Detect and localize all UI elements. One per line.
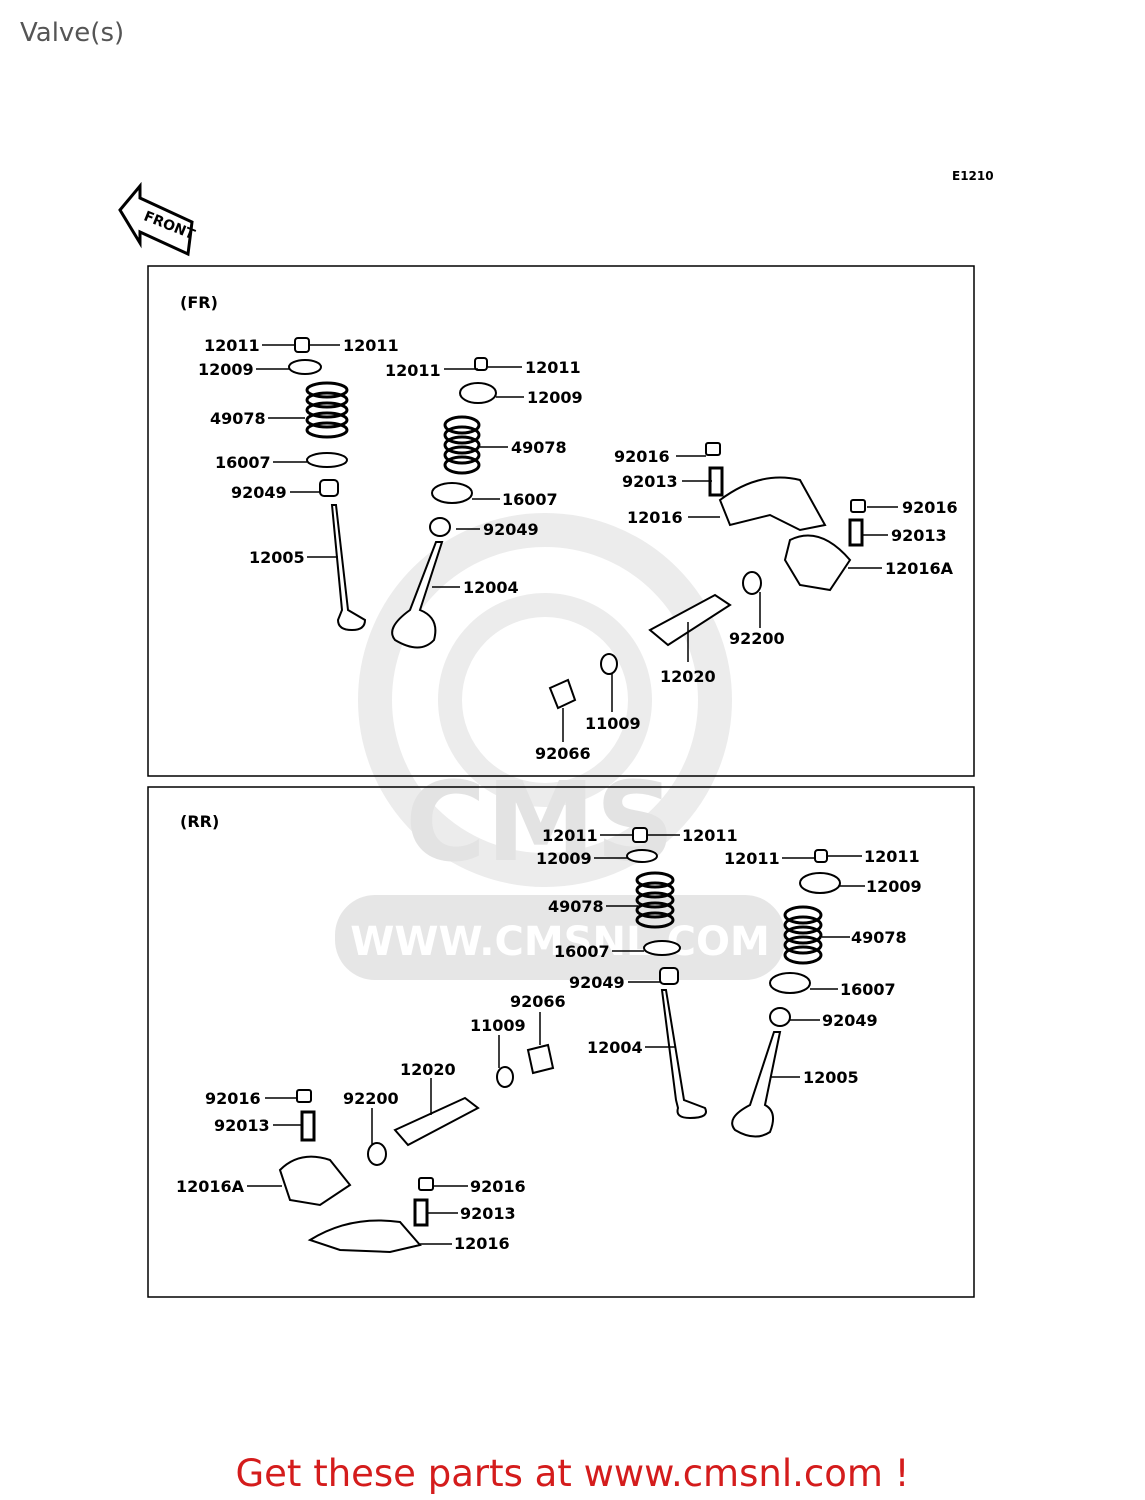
rr-part-label: 92016: [205, 1089, 261, 1108]
rr-part-label: 49078: [548, 897, 604, 916]
watermark-logo: CMS: [405, 758, 674, 886]
fr-part-label: 92049: [231, 483, 287, 502]
fr-rocker-assembly: [548, 442, 866, 710]
rr-part-label: 12011: [682, 826, 738, 845]
rr-part-label: 16007: [554, 942, 610, 961]
rr-part-label: 92200: [343, 1089, 399, 1108]
fr-leaders: [256, 344, 898, 742]
rr-part-label: 12020: [400, 1060, 456, 1079]
rr-part-label: 16007: [840, 980, 896, 999]
fr-part-label: 12009: [527, 388, 583, 407]
fr-part-label: 11009: [585, 714, 641, 733]
fr-part-label: 12011: [343, 336, 399, 355]
rr-valve-right: [731, 849, 841, 1138]
fr-panel: [147, 265, 975, 777]
rr-part-label: 12016A: [176, 1177, 245, 1196]
rr-leaders: [247, 834, 865, 1245]
fr-part-label: 92049: [483, 520, 539, 539]
rr-part-label: 11009: [470, 1016, 526, 1035]
fr-label: (FR): [180, 293, 218, 312]
rr-part-label: 92049: [569, 973, 625, 992]
rr-part-label: 92013: [214, 1116, 270, 1135]
fr-part-labels: 12011 12011 12009 49078 16007 92049 1200…: [198, 336, 958, 763]
fr-part-label: 12004: [463, 578, 519, 597]
fr-part-label: 12011: [385, 361, 441, 380]
fr-part-label: 12016: [627, 508, 683, 527]
page-title: Valve(s): [20, 18, 125, 48]
watermark: CMS WWW.CMSNL.COM: [335, 513, 785, 980]
fr-part-label: 16007: [215, 453, 271, 472]
fr-part-label: 12011: [525, 358, 581, 377]
rr-part-label: 12004: [587, 1038, 643, 1057]
rr-part-label: 12011: [724, 849, 780, 868]
fr-valve-right: [391, 357, 497, 649]
fr-part-label: 12020: [660, 667, 716, 686]
watermark-url: WWW.CMSNL.COM: [350, 919, 770, 965]
rr-part-labels: 12011 12011 12009 12011 12011 12009 4907…: [176, 826, 922, 1253]
rr-part-label: 12005: [803, 1068, 859, 1087]
fr-part-label: 16007: [502, 490, 558, 509]
fr-part-label: 92013: [622, 472, 678, 491]
rr-part-label: 49078: [851, 928, 907, 947]
rr-panel: [147, 786, 975, 1298]
rr-part-label: 92049: [822, 1011, 878, 1030]
rr-part-label: 92066: [510, 992, 566, 1011]
fr-part-label: 92066: [535, 744, 591, 763]
rr-part-label: 12011: [864, 847, 920, 866]
fr-part-label: 12005: [249, 548, 305, 567]
diagram-code: E1210: [952, 169, 994, 183]
rr-part-label: 12009: [536, 849, 592, 868]
fr-part-label: 12011: [204, 336, 260, 355]
rr-rocker-assembly: [278, 1043, 555, 1254]
fr-part-label: 92016: [614, 447, 670, 466]
fr-part-label: 49078: [511, 438, 567, 457]
front-arrow-icon: FRONT: [118, 181, 197, 257]
fr-part-label: 92013: [891, 526, 947, 545]
rr-part-label: 92016: [470, 1177, 526, 1196]
fr-part-label: 92016: [902, 498, 958, 517]
fr-part-label: 49078: [210, 409, 266, 428]
rr-part-label: 12009: [866, 877, 922, 896]
rr-part-label: 92013: [460, 1204, 516, 1223]
footer-promo-link[interactable]: Get these parts at www.cmsnl.com !: [235, 1452, 910, 1495]
fr-part-label: 12009: [198, 360, 254, 379]
fr-valve-left: [288, 337, 367, 632]
rr-part-label: 12016: [454, 1234, 510, 1253]
fr-part-label: 12016A: [885, 559, 954, 578]
parts-diagram: CMS WWW.CMSNL.COM E1210 FRONT (FR): [118, 169, 994, 1298]
fr-part-label: 92200: [729, 629, 785, 648]
rr-label: (RR): [180, 812, 219, 831]
rr-part-label: 12011: [542, 826, 598, 845]
